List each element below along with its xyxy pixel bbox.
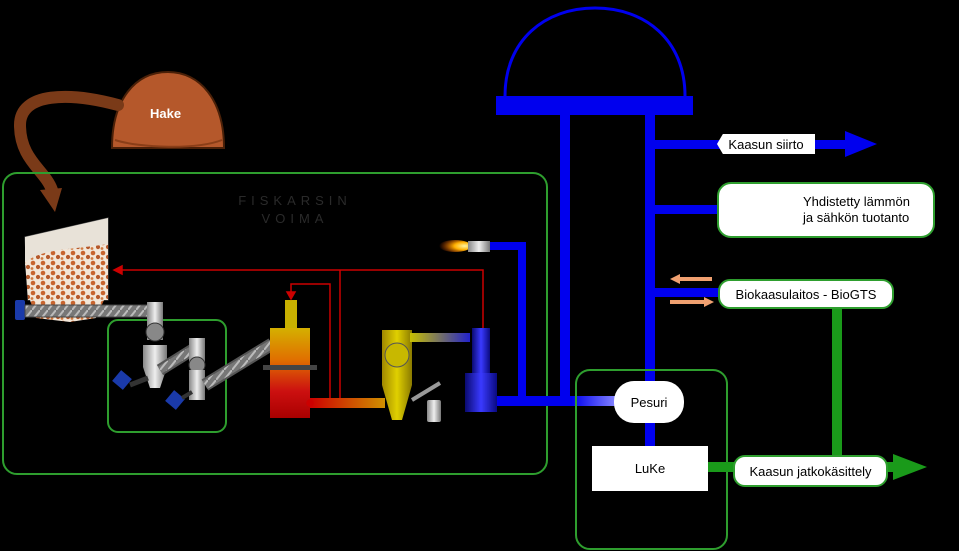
green-flows: [707, 306, 927, 480]
second-feeder: [165, 338, 276, 410]
gasifier-reactor: [263, 300, 317, 418]
chp-engine-icon: [727, 187, 804, 229]
gas-transfer-arrow: [810, 131, 877, 157]
cyclone: [382, 330, 470, 422]
wood-chip-pile: [110, 70, 226, 149]
silo-discharge-screw: [15, 300, 163, 322]
hot-gas-pipe: [310, 398, 385, 408]
gas-header: [497, 114, 720, 446]
luke-boundary: [575, 369, 728, 550]
plant-boundary: [2, 172, 548, 475]
feed-chute-arrow: [13, 90, 124, 212]
fuel-silo: [24, 217, 109, 322]
return-lines: [112, 264, 484, 407]
biogas-exchange-arrows: [670, 274, 714, 307]
gas-cooler: [465, 328, 497, 412]
lock-hopper-feeder: [112, 320, 204, 390]
flare: [439, 240, 526, 401]
gas-holder: [496, 6, 693, 115]
